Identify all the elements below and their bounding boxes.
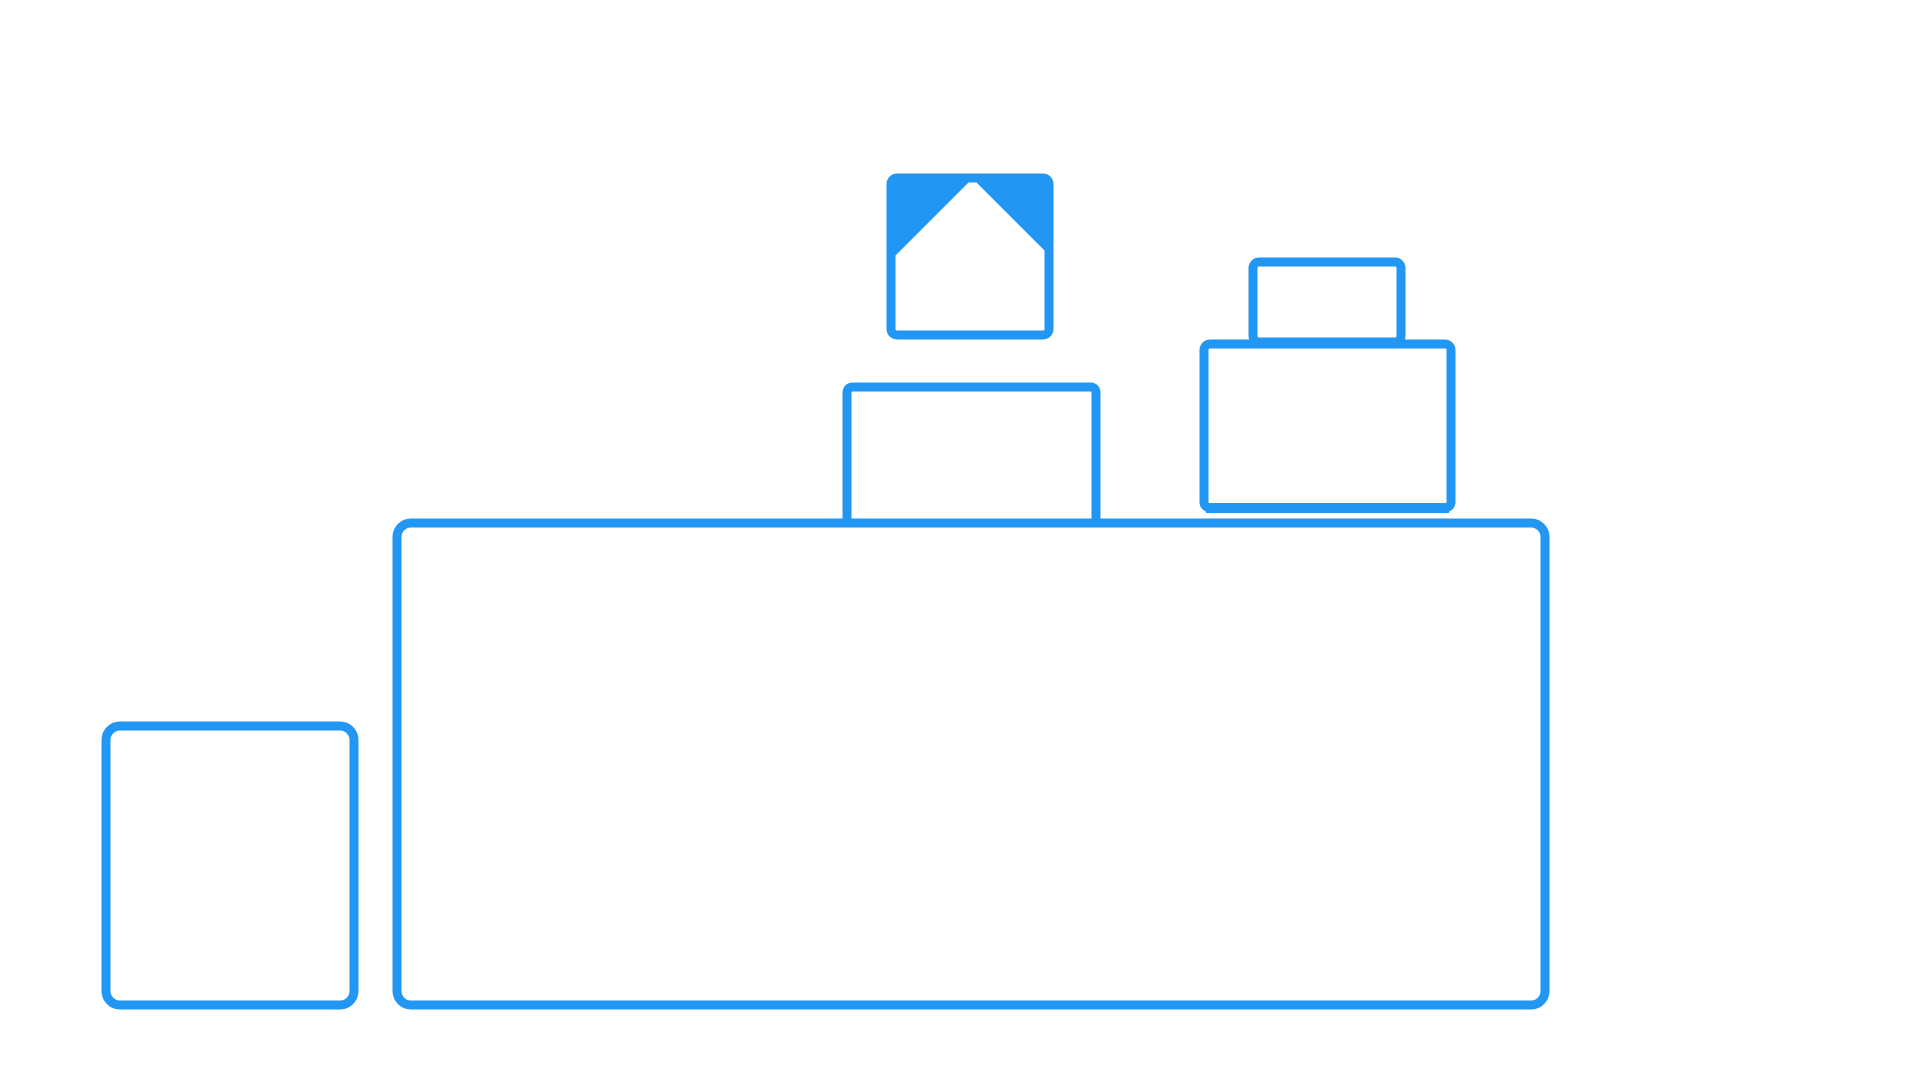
house-roof-left — [895, 182, 969, 256]
house-roof-right — [976, 182, 1045, 251]
small-left-block — [101, 721, 359, 1010]
large-base-block — [392, 518, 1550, 1010]
right-stack-upper-block — [1248, 257, 1406, 347]
center-top-block — [842, 382, 1101, 523]
house-frame — [886, 173, 1054, 340]
house-icon — [886, 173, 1054, 340]
right-stack-lower-block — [1199, 339, 1456, 513]
